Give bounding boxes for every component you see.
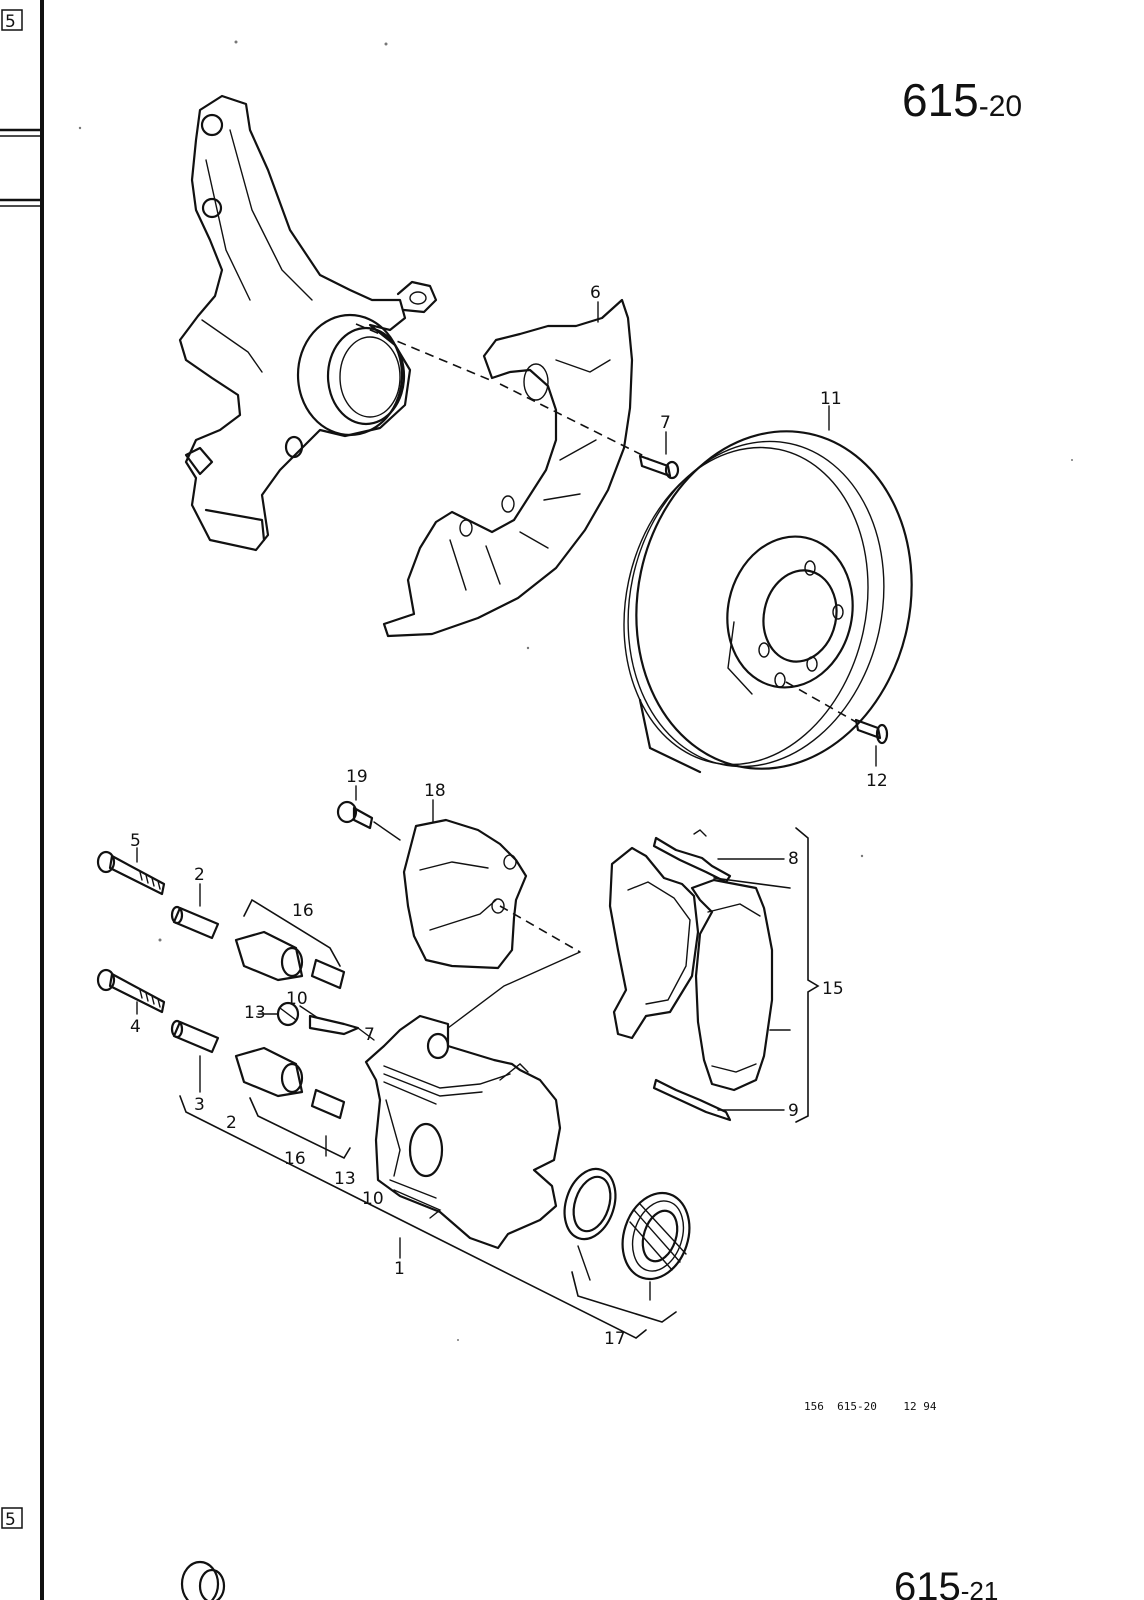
shield-bolt bbox=[638, 454, 680, 480]
guide-bolt-lower bbox=[96, 968, 166, 1014]
callout-16-lower: 16 bbox=[284, 1149, 306, 1169]
pad-spring-lower bbox=[652, 1078, 732, 1122]
guide-bushing-lower bbox=[234, 1046, 346, 1120]
page-number: 615-20 bbox=[902, 74, 1022, 126]
brake-disc bbox=[623, 430, 913, 774]
guide-bolt-upper bbox=[96, 850, 166, 896]
group-brackets bbox=[179, 827, 820, 1339]
callout-2-upper: 2 bbox=[194, 865, 205, 885]
scan-specks bbox=[78, 40, 1073, 1341]
callout-2-lower: 2 bbox=[226, 1113, 237, 1133]
callout-10-lower: 10 bbox=[362, 1189, 384, 1209]
callout-8: 8 bbox=[788, 849, 799, 869]
tab-marker-bottom-label: 5 bbox=[5, 1510, 16, 1530]
callout-11: 11 bbox=[820, 389, 842, 409]
brake-pad-outer bbox=[690, 878, 774, 1092]
disc-screw bbox=[854, 718, 889, 745]
callout-13-lower: 13 bbox=[334, 1169, 356, 1189]
brake-pad-inner bbox=[608, 846, 700, 1040]
dust-shield bbox=[382, 298, 634, 638]
callout-17: 17 bbox=[604, 1329, 626, 1349]
guide-sleeve-lower bbox=[170, 1019, 220, 1054]
callout-1: 1 bbox=[394, 1259, 405, 1279]
tab-marker-bottom bbox=[1, 1507, 23, 1529]
callout-19: 19 bbox=[346, 767, 368, 787]
steering-knuckle bbox=[178, 94, 438, 552]
callout-18: 18 bbox=[424, 781, 446, 801]
binder-edge: 5 5 bbox=[0, 0, 44, 1600]
caliper-bracket bbox=[402, 818, 528, 970]
next-page-number: 615-21 bbox=[894, 1565, 998, 1600]
guide-sleeve-upper bbox=[170, 905, 220, 940]
callout-9: 9 bbox=[788, 1101, 799, 1121]
callout-15: 15 bbox=[822, 979, 844, 999]
bracket-bolt bbox=[336, 800, 374, 830]
callout-7-caliper: 7 bbox=[364, 1025, 375, 1045]
leader-lines bbox=[136, 301, 877, 1301]
tab-marker-top bbox=[1, 9, 23, 31]
callout-5: 5 bbox=[130, 831, 141, 851]
brake-caliper bbox=[364, 1014, 562, 1250]
callout-7: 7 bbox=[660, 413, 671, 433]
piston-seal-ring bbox=[563, 1167, 617, 1241]
callout-3: 3 bbox=[194, 1095, 205, 1115]
dust-boot bbox=[621, 1191, 691, 1281]
callout-10-upper: 10 bbox=[286, 989, 308, 1009]
pad-spring-upper bbox=[652, 829, 732, 884]
bleeder-valve bbox=[308, 1014, 360, 1036]
callout-13-upper: 13 bbox=[244, 1003, 266, 1023]
callout-12: 12 bbox=[866, 771, 888, 791]
callout-labels: 6 7 11 12 19 18 5 2 16 8 15 9 13 10 7 4 … bbox=[130, 283, 888, 1349]
guide-bushing-upper bbox=[234, 930, 346, 990]
callout-4: 4 bbox=[130, 1017, 141, 1037]
tab-marker-top-label: 5 bbox=[5, 12, 16, 32]
callout-6: 6 bbox=[590, 283, 601, 303]
next-page-part-icon bbox=[180, 1560, 226, 1600]
footer-code: 156 615-20 12 94 bbox=[804, 1400, 937, 1413]
callout-16-upper: 16 bbox=[292, 901, 314, 921]
